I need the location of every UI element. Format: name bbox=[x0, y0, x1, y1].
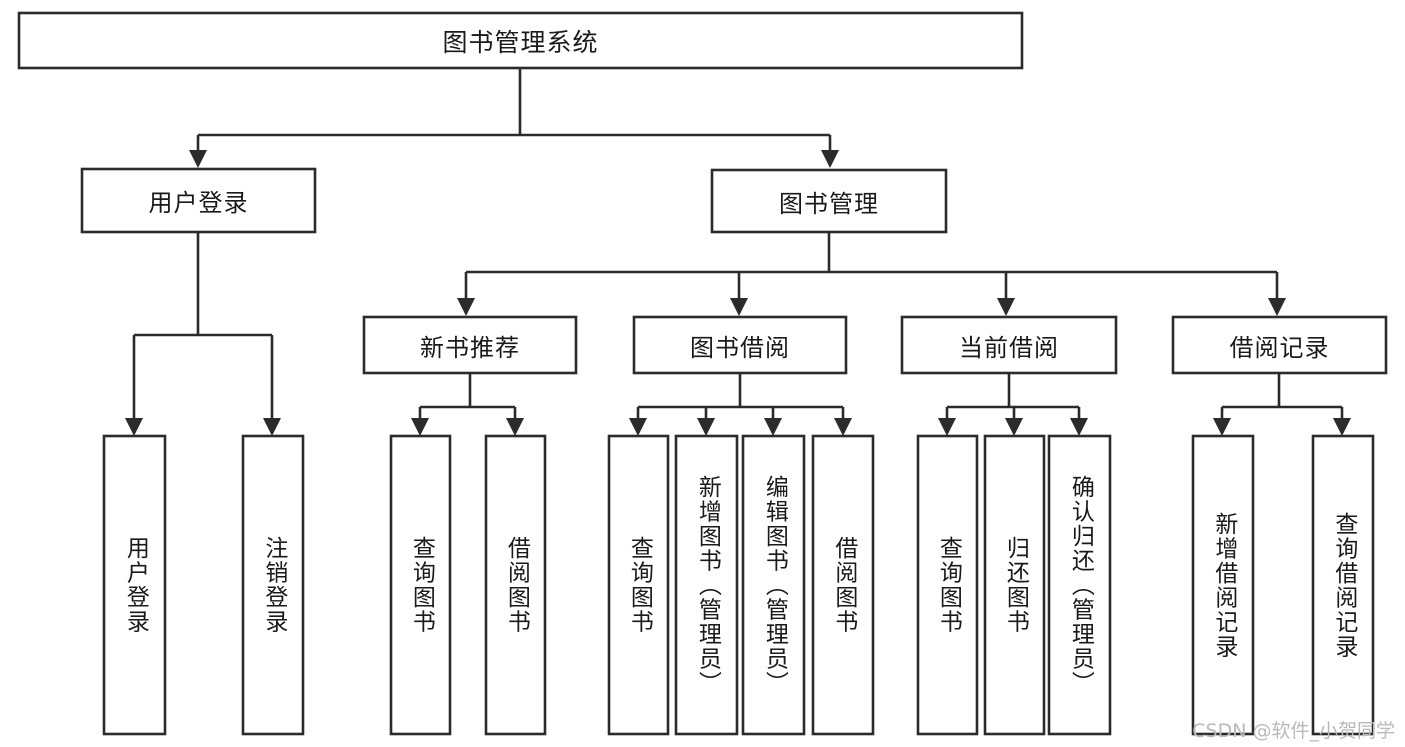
node-box-leaf-borrow-book-1[interactable] bbox=[484, 434, 547, 736]
node-box-leaf-query-book-1[interactable] bbox=[389, 434, 452, 736]
arrow-head-icon bbox=[1070, 418, 1088, 436]
arrow-head-icon bbox=[125, 418, 143, 436]
node-box-leaf-borrow-book-2[interactable] bbox=[811, 434, 875, 736]
arrow-head-icon bbox=[997, 298, 1015, 316]
arrow-head-icon bbox=[263, 418, 281, 436]
arrow-head-icon bbox=[730, 298, 748, 316]
arrow-head-icon bbox=[1268, 298, 1286, 316]
arrow-head-icon bbox=[506, 418, 524, 436]
node-box-leaf-add-borrow-record[interactable] bbox=[1191, 434, 1255, 736]
arrow-head-icon bbox=[938, 418, 956, 436]
node-box-root[interactable] bbox=[17, 11, 1024, 70]
node-box-book-borrow[interactable] bbox=[632, 315, 848, 375]
node-box-leaf-user-login[interactable] bbox=[102, 434, 167, 736]
node-box-leaf-add-book-admin[interactable] bbox=[674, 434, 739, 736]
arrow-head-icon bbox=[189, 150, 207, 168]
node-box-current-borrow[interactable] bbox=[900, 315, 1118, 375]
arrow-head-icon bbox=[764, 418, 782, 436]
arrow-head-icon bbox=[629, 418, 647, 436]
connector-bookborrow-to-leaves bbox=[629, 374, 852, 436]
arrow-head-icon bbox=[411, 418, 429, 436]
arrow-head-icon bbox=[821, 150, 839, 168]
node-box-book-management[interactable] bbox=[710, 168, 948, 234]
connector-currentborrow-to-leaves bbox=[938, 374, 1088, 436]
arrow-head-icon bbox=[834, 418, 852, 436]
arrow-head-icon bbox=[1005, 418, 1023, 436]
node-box-new-book-recommend[interactable] bbox=[362, 315, 578, 375]
connector-borrowrecord-to-leaves bbox=[1213, 374, 1351, 436]
connector-userlogin-to-leaves bbox=[125, 233, 281, 436]
node-box-leaf-query-borrow-record[interactable] bbox=[1311, 434, 1375, 736]
node-box-leaf-logout[interactable] bbox=[241, 434, 305, 736]
node-box-leaf-query-book-2[interactable] bbox=[607, 434, 670, 736]
node-box-user-login[interactable] bbox=[80, 167, 317, 234]
node-box-leaf-return-book[interactable] bbox=[983, 434, 1046, 736]
node-box-leaf-edit-book-admin[interactable] bbox=[741, 434, 806, 736]
connector-newbook-to-leaves bbox=[411, 374, 524, 436]
arrow-head-icon bbox=[457, 298, 475, 316]
arrow-head-icon bbox=[697, 418, 715, 436]
arrow-head-icon bbox=[1213, 418, 1231, 436]
node-box-leaf-confirm-return-admin[interactable] bbox=[1047, 434, 1112, 736]
connector-root-to-level2 bbox=[189, 69, 839, 168]
connector-bookmgmt-to-level3 bbox=[457, 233, 1286, 316]
arrow-head-icon bbox=[1333, 418, 1351, 436]
node-box-leaf-query-book-3[interactable] bbox=[916, 434, 979, 736]
node-box-borrow-record[interactable] bbox=[1171, 315, 1388, 375]
